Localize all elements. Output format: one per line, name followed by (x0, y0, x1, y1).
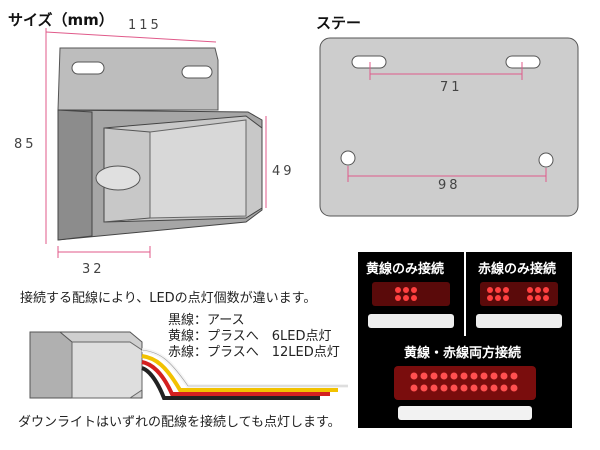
dimension-height: 85 (14, 137, 37, 152)
size-title: サイズ（mm） (8, 11, 114, 29)
stay-title: ステー (316, 14, 362, 32)
wire-red-label: 赤線：プラスへ 12LED点灯 (168, 345, 340, 360)
lamp-photo-6led (368, 282, 454, 328)
wire-yellow-label: 黄線：プラスへ 6LED点灯 (168, 329, 332, 344)
wiring-footer: ダウンライトはいずれの配線を接続しても点灯します。 (18, 415, 341, 430)
lamp-dimension-drawing (45, 28, 267, 258)
lamp-photo-12led (476, 282, 562, 328)
dimension-width: 115 (128, 18, 162, 33)
photo-label-red-only: 赤線のみ接続 (478, 262, 557, 277)
dimension-front-height: 49 (272, 164, 295, 179)
stay-drawing (319, 37, 579, 217)
photo-red-only: 赤線のみ接続 (466, 252, 572, 336)
stay-pitch-top: 71 (440, 80, 463, 95)
wiring-drawing (29, 331, 348, 400)
photo-label-both: 黄線・赤線両方接続 (404, 346, 522, 361)
photo-yellow-only: 黄線のみ接続 (358, 252, 464, 336)
wiring-intro: 接続する配線により、LEDの点灯個数が違います。 (20, 291, 317, 306)
photo-both: 黄線・赤線両方接続 (358, 336, 572, 428)
wire-legend: 黒線：アース 黄線：プラスへ 6LED点灯 赤線：プラスへ 12LED点灯 (168, 313, 340, 361)
stay-pitch-bottom: 98 (438, 178, 461, 193)
photo-label-yellow-only: 黄線のみ接続 (366, 262, 445, 277)
wire-black-label: 黒線：アース (168, 313, 245, 328)
dimension-depth: 32 (82, 262, 105, 277)
lamp-photo-18led (394, 366, 536, 420)
